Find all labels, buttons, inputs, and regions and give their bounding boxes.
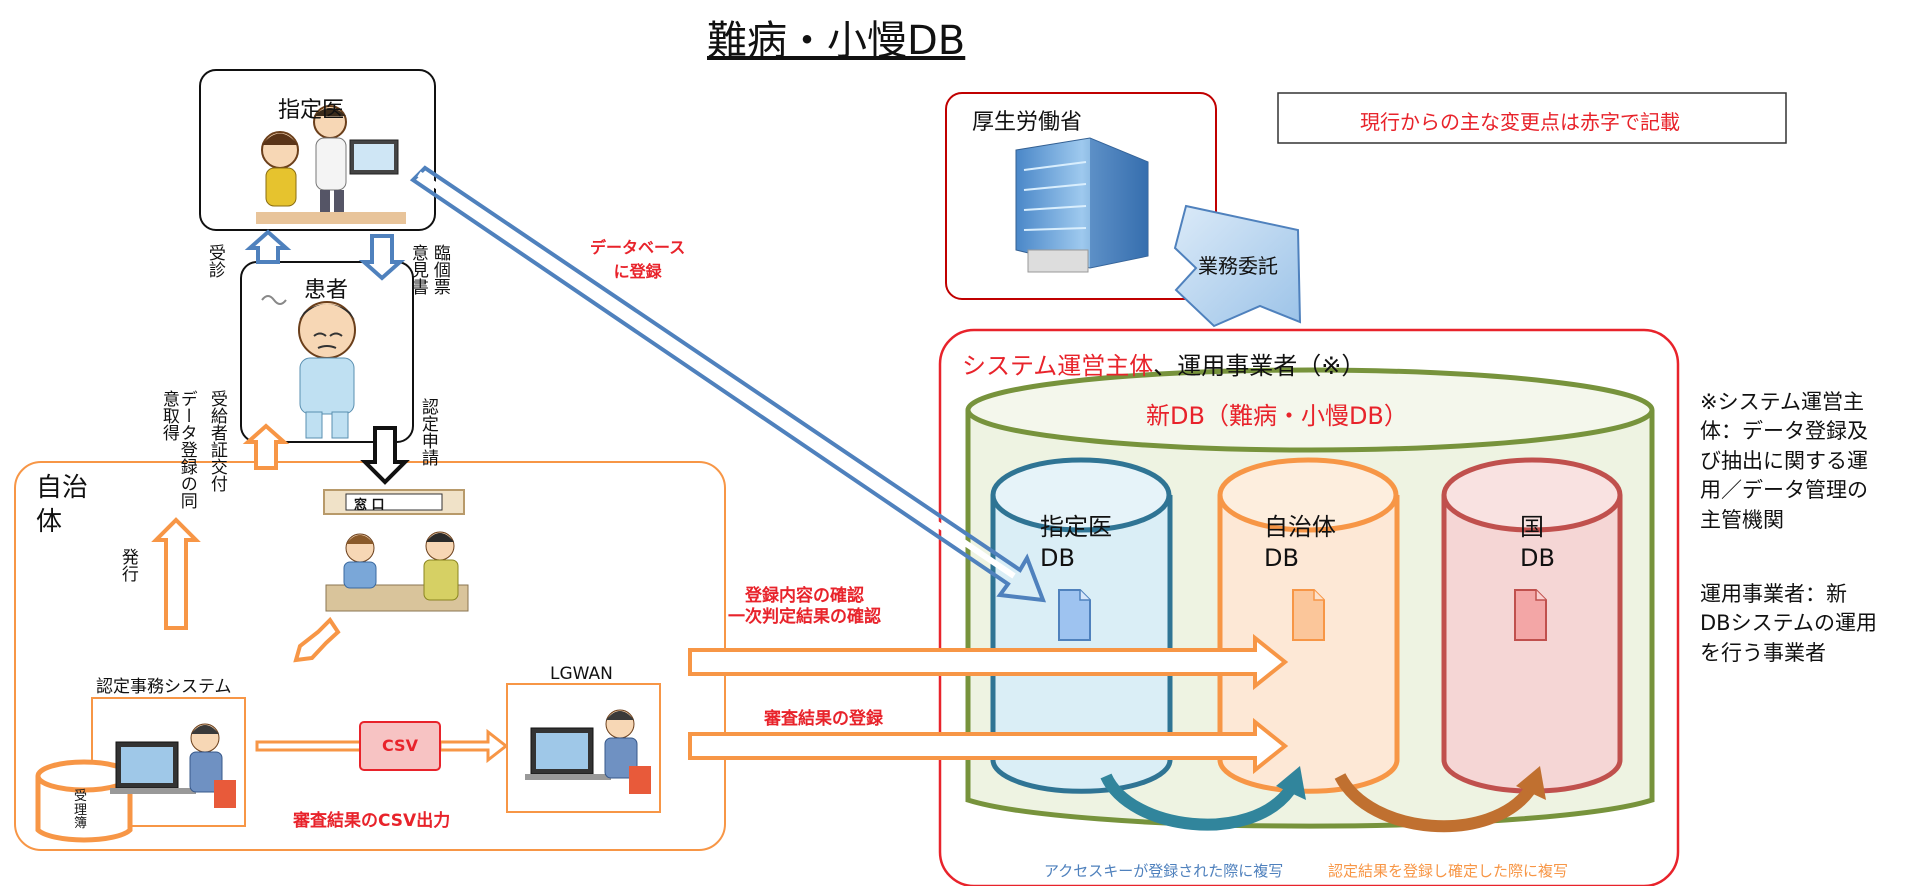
- copy-arrow-municipality-to-national: [1334, 772, 1535, 833]
- jukyu-arrow: [242, 423, 290, 470]
- notice-text: 現行からの主な変更点は赤字で記載: [1360, 110, 1680, 134]
- db-register-label: データベース に登録: [590, 234, 685, 282]
- gyomu-itaku-label: 業務委託: [1198, 254, 1278, 278]
- system-to-lgwan-arrow: [255, 728, 509, 764]
- db-label-doctor-line2: DB: [1040, 544, 1075, 573]
- worker-illustration-system: [110, 723, 236, 808]
- document-icon-doctor-db: [1058, 589, 1091, 641]
- system-operator-label: システム運営主体、運用事業者（※）: [962, 346, 1365, 381]
- db-cylinder-doctor: [990, 457, 1173, 794]
- rinsho-arrow: [358, 234, 406, 281]
- madoguchi-label: 窓 口: [354, 498, 385, 513]
- db-register-label-line2: に登録: [613, 262, 662, 281]
- db-cylinder-national: [1441, 457, 1623, 794]
- rinsho-label: 臨個票: [429, 244, 450, 295]
- jushin-arrow: [244, 229, 292, 264]
- db-label-municipality: 自治体 DB: [1264, 512, 1336, 574]
- side-note-2-line2: DBシステムの運用: [1700, 611, 1877, 636]
- system-operator-label-red: システム運営主体: [962, 352, 1154, 380]
- side-note-1-line4: 用／データ管理の: [1700, 478, 1868, 503]
- building-illustration: [1015, 137, 1149, 273]
- db-label-doctor-line1: 指定医: [1040, 513, 1112, 541]
- db-label-municipality-line2: DB: [1264, 544, 1299, 573]
- confirm-label-line1: 登録内容の確認: [745, 586, 864, 606]
- shinsa-register-label: 審査結果の登録: [764, 709, 883, 729]
- jukyu-label: 受給者証交付: [206, 390, 227, 492]
- jurei-bo-char2: 理: [74, 802, 88, 818]
- jushin-label: 受診: [204, 244, 225, 278]
- system-operator-label-rest: 、運用事業者（※）: [1153, 352, 1366, 380]
- patient-label: 患者: [304, 278, 349, 303]
- database-register-arrow: [409, 165, 1047, 603]
- doctor-label: 指定医: [278, 98, 345, 123]
- db-register-label-line1: データベース: [590, 238, 686, 257]
- nintei-shinsei-label: 認定申請: [417, 398, 438, 466]
- outsourcing-arrow: [1173, 204, 1302, 328]
- side-note-1-line2: 体：データ登録及: [1700, 419, 1868, 444]
- confirm-label-line2: 一次判定結果の確認: [728, 607, 881, 628]
- page-title: 難病・小慢DB: [707, 18, 966, 64]
- mhlw-label: 厚生労働省: [972, 110, 1083, 135]
- jurei-bo-cylinder: [35, 759, 133, 843]
- csv-box: [359, 721, 441, 771]
- copy-note-access-key: アクセスキーが登録された際に複写: [1044, 862, 1284, 880]
- lgwan-label: LGWAN: [550, 664, 613, 684]
- notice-box: [1277, 92, 1787, 144]
- side-note-2-line1: 運用事業者：新: [1700, 582, 1847, 606]
- copy-arrow-doctor-to-municipality: [1100, 773, 1295, 831]
- confirm-arrow: [688, 633, 1289, 691]
- iken-label: 意見書: [407, 244, 428, 295]
- db-label-doctor: 指定医 DB: [1040, 512, 1112, 574]
- shinsa-register-arrow: [688, 717, 1289, 775]
- side-note-1-line5: 主管機関: [1700, 507, 1784, 532]
- counter-illustration: [325, 531, 469, 612]
- side-note-1: ※システム運営主 体：データ登録及 び抽出に関する運 用／データ管理の 主管機関: [1700, 388, 1868, 535]
- patient-illustration: [261, 295, 356, 439]
- document-icon-municipality-db: [1292, 589, 1325, 641]
- worker-illustration-lgwan: [525, 709, 651, 794]
- side-note-1-line1: ※システム運営主: [1700, 390, 1864, 414]
- hakko-arrow: [151, 517, 201, 630]
- municipality-label-line1: 自治: [36, 473, 89, 503]
- jurei-bo-char3: 簿: [74, 816, 88, 832]
- csv-label: CSV: [382, 736, 418, 755]
- municipality-label: 自治 体: [36, 472, 88, 540]
- hakko-label: 発行: [117, 548, 138, 582]
- side-note-1-line3: び抽出に関する運: [1700, 448, 1868, 473]
- copy-note-nintei-result: 認定結果を登録し確定した際に複写: [1328, 862, 1569, 880]
- db-label-national-line2: DB: [1520, 544, 1555, 573]
- nintei-system-label: 認定事務システム: [96, 677, 232, 697]
- side-note-2-line3: を行う事業者: [1700, 640, 1826, 665]
- db-label-national-line1: 国: [1520, 513, 1544, 541]
- db-label-municipality-line1: 自治体: [1264, 513, 1336, 541]
- madoguchi-to-system-arrow: [293, 616, 341, 663]
- data-doui-label: データ登録の同意取得: [158, 390, 197, 509]
- doctor-illustration: [256, 105, 406, 224]
- municipality-label-line2: 体: [36, 506, 63, 537]
- db-cylinder-municipality: [1217, 457, 1400, 794]
- jurei-bo-label: 受 理 簿: [74, 790, 87, 831]
- document-icon-national-db: [1514, 589, 1547, 641]
- new-db-label: 新DB（難病・小慢DB）: [1146, 402, 1408, 430]
- confirm-label: 登録内容の確認 一次判定結果の確認: [728, 586, 881, 629]
- jurei-bo-char1: 受: [74, 789, 88, 804]
- side-note-2: 運用事業者：新 DBシステムの運用 を行う事業者: [1700, 580, 1877, 668]
- db-label-national: 国 DB: [1520, 512, 1555, 574]
- csv-output-label: 審査結果のCSV出力: [293, 811, 451, 831]
- nintei-shinsei-arrow: [360, 426, 410, 485]
